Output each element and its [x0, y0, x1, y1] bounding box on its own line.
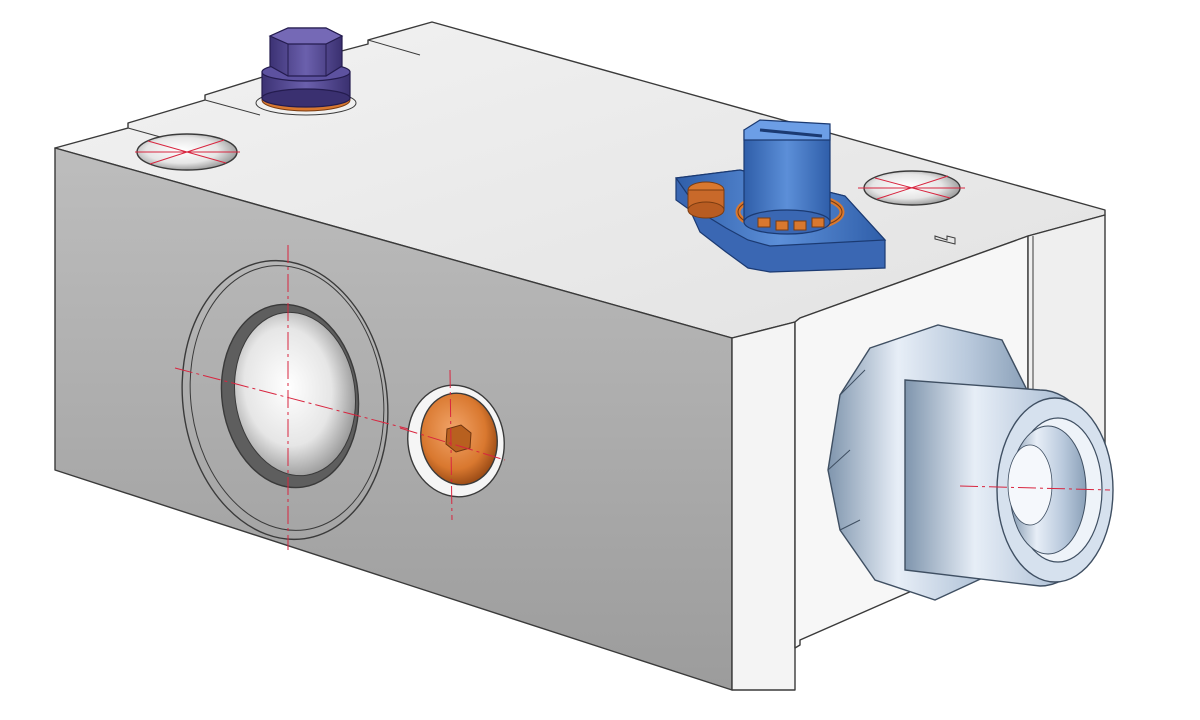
hex-plug[interactable]	[255, 27, 357, 116]
hex-socket-plug[interactable]	[399, 369, 513, 521]
hex-socket	[445, 424, 472, 453]
engraving-mark	[934, 235, 956, 245]
copper-pin	[687, 181, 725, 219]
top-left-hole	[135, 133, 240, 171]
check-valve[interactable]	[674, 119, 887, 273]
block-right-face	[731, 321, 796, 691]
front-port	[174, 245, 421, 550]
threaded-fitting[interactable]	[827, 324, 1114, 601]
clip-teeth	[757, 217, 825, 231]
top-right-hole	[858, 170, 965, 206]
